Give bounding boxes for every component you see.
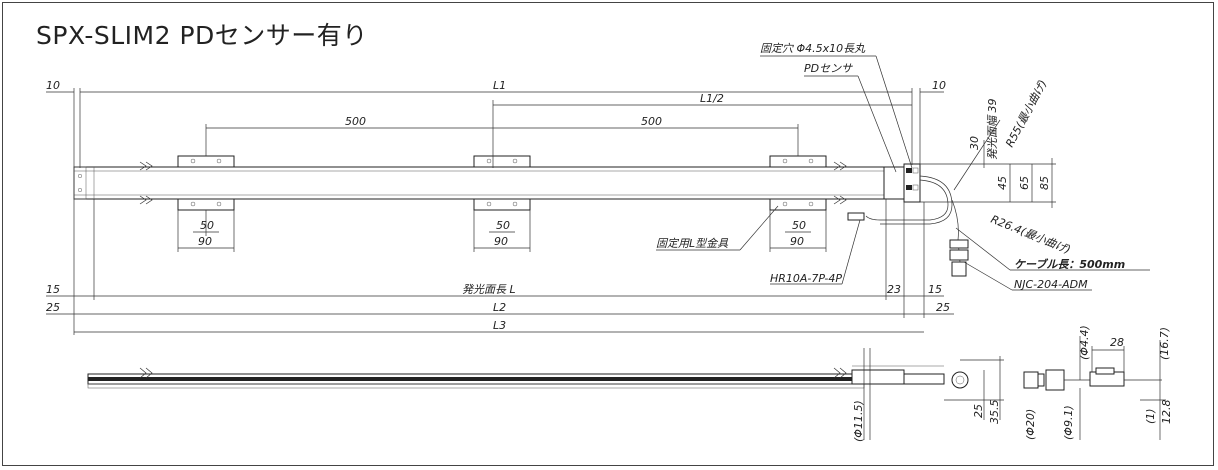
dim-16-7: (16.7) [1158,327,1171,360]
break-marks [139,161,847,205]
dim-28: 28 [1110,336,1124,349]
dim-35-5: 35.5 [988,400,1001,425]
dim-23: 23 [887,283,901,296]
dim-15-right: 15 [928,283,942,296]
dim-dia-11-5: (Φ11.5) [852,400,865,442]
dim-45: 45 [996,176,1009,190]
dimension-lines [46,55,1150,335]
label-njc: NJC-204-ADM [1014,278,1088,291]
connector-dimension-lines [1079,336,1166,440]
dim-90-a: 90 [198,235,212,248]
dim-90-b: 90 [494,235,508,248]
dim-30: 30 [968,136,981,150]
dim-12-8: 12.8 [1160,400,1173,425]
dim-L1: L1 [493,79,506,92]
cable [847,175,969,277]
light-bar-side-view [87,365,969,389]
dim-15-left: 15 [46,283,60,296]
dim-L2: L2 [493,301,506,314]
light-bar-top-view [73,163,921,203]
dim-dia-4-4: (Φ4.4) [1078,325,1091,360]
label-fix-hole: 固定穴 Φ4.5x10長丸 [760,42,866,55]
label-pd-sensor: PDセンサ [804,62,853,75]
dim-L1-half: L1/2 [700,92,724,105]
side-dimension-lines [863,348,1004,440]
dimension-texts: 10 L1 10 L1/2 500 500 50 50 50 90 90 90 … [46,79,1173,442]
dim-50-b: 50 [496,219,510,232]
label-hr10: HR10A-7P-4P [770,272,842,285]
dim-25-left: 25 [46,301,60,314]
dim-dia-20: (Φ20) [1024,409,1037,440]
dim-50-a: 50 [200,219,214,232]
label-r26: R26.4(最小曲げ) [989,213,1072,257]
dim-10-right: 10 [932,79,946,92]
label-emit-width: 発光面幅 39 [986,99,999,161]
dim-L3: L3 [493,319,506,332]
connector-detail [1023,367,1162,391]
dim-90-c: 90 [790,235,804,248]
dim-25-side: 25 [972,404,985,418]
label-l-bracket: 固定用L型金具 [656,237,729,250]
label-cable-length: ケーブル長：500mm [1014,258,1125,271]
dim-65: 65 [1018,176,1031,190]
dim-85: 85 [1038,176,1051,190]
dim-1: (1) [1144,408,1157,424]
dim-dia-9-1: (Φ9.1) [1062,405,1075,440]
drawing-title: SPX-SLIM2 PDセンサー有り [36,21,368,50]
dim-emit-length: 発光面長 L [462,283,516,296]
dim-500-a: 500 [345,115,366,128]
dim-25-right: 25 [936,301,950,314]
dim-500-b: 500 [641,115,662,128]
label-r55: R55(最小曲げ) [1003,78,1049,150]
dim-50-c: 50 [792,219,806,232]
dim-10-left: 10 [46,79,60,92]
